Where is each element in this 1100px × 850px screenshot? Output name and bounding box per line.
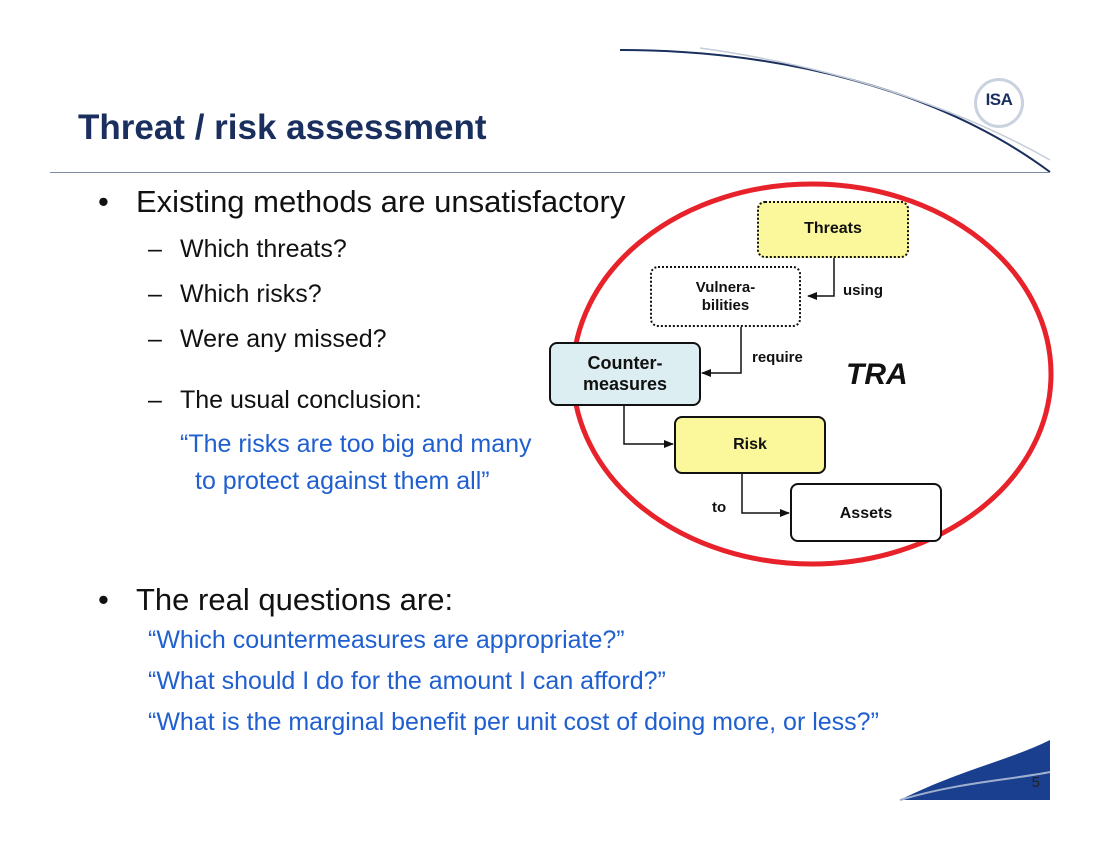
slide-title: Threat / risk assessment (78, 108, 487, 147)
isa-logo-text: ISA (985, 90, 1013, 109)
edge-threats-to-vulnerabilities (807, 258, 835, 300)
node-vulnerabilities: Vulnera- bilities (650, 266, 801, 327)
bullet-marker: • (98, 582, 109, 617)
node-assets-label: Assets (839, 505, 893, 523)
subitem-marker: – (148, 386, 162, 414)
subitem-marker: – (148, 325, 162, 353)
quote-line: “Which countermeasures are appropriate?” (148, 626, 625, 654)
node-vulnerabilities-line1: Vulnera- (695, 279, 756, 297)
bullet-text: The real questions are: (136, 582, 454, 617)
edge-risk-to-assets (741, 474, 790, 517)
node-vulnerabilities-line2: bilities (701, 296, 750, 314)
edge-label-using: using (843, 282, 883, 299)
node-risk: Risk (674, 416, 826, 474)
subitem-text: Which risks? (180, 280, 322, 308)
tra-label: TRA (846, 358, 908, 391)
quote-line: “What is the marginal benefit per unit c… (148, 708, 879, 736)
bullet-marker: • (98, 184, 109, 219)
subitem-text: The usual conclusion: (180, 386, 422, 414)
node-countermeasures: Counter- measures (549, 342, 701, 406)
subitem-marker: – (148, 235, 162, 263)
isa-logo: ISA (974, 78, 1024, 128)
node-countermeasures-line1: Counter- (587, 353, 663, 374)
node-threats-label: Threats (804, 220, 862, 238)
title-divider (50, 172, 1050, 173)
bullet-text: Existing methods are unsatisfactory (136, 184, 626, 219)
edge-vulnerabilities-to-countermeasures (701, 327, 742, 377)
quote-line: “The risks are too big and many (180, 430, 532, 458)
node-assets: Assets (790, 483, 942, 542)
quote-line: “What should I do for the amount I can a… (148, 667, 666, 695)
subitem-text: Were any missed? (180, 325, 387, 353)
subitem-marker: – (148, 280, 162, 308)
edge-label-require: require (752, 349, 803, 366)
node-threats: Threats (757, 201, 909, 258)
node-countermeasures-line2: measures (582, 374, 668, 394)
edge-countermeasures-to-risk (623, 406, 674, 448)
quote-line: to protect against them all” (195, 467, 490, 495)
page-number: 5 (1031, 774, 1040, 791)
node-risk-label: Risk (733, 435, 767, 453)
subitem-text: Which threats? (180, 235, 347, 263)
edge-label-to: to (712, 499, 727, 516)
